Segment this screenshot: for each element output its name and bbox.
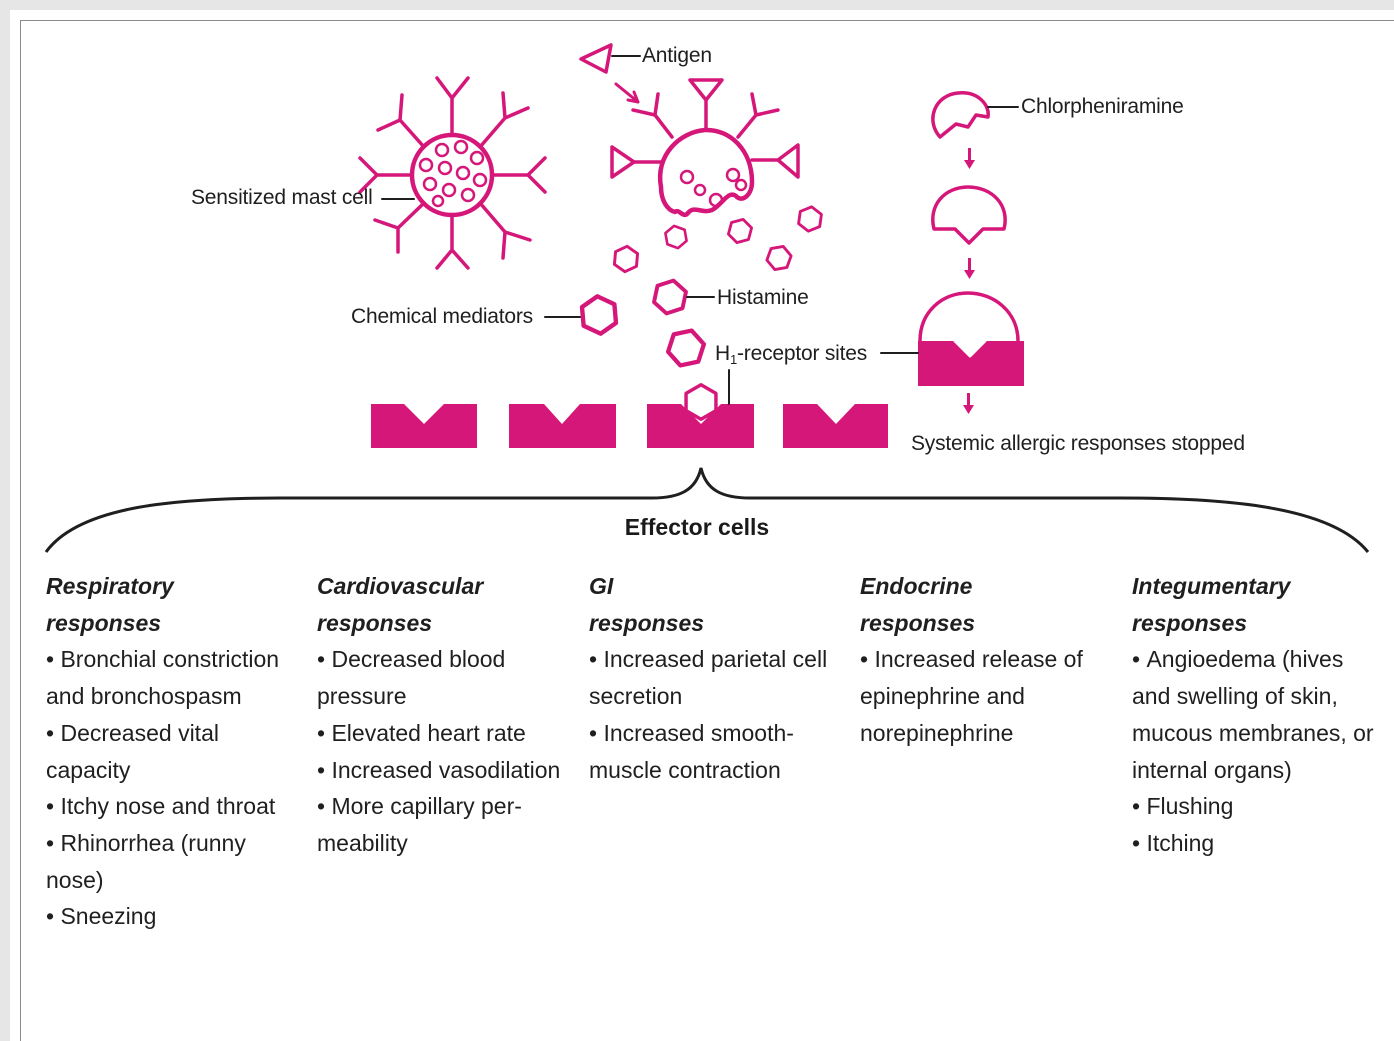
antigen-label: Antigen xyxy=(642,44,712,67)
list-item: Increased vasodilation xyxy=(317,752,562,789)
systemic-stopped-label: Systemic allergic responses stopped xyxy=(911,432,1245,455)
flow-arrows xyxy=(963,148,975,414)
h1-receptor-sites xyxy=(371,404,888,448)
antigen-icon xyxy=(579,43,641,104)
list-item: Increased parietal cell secretion xyxy=(589,641,834,714)
degranulating-mast-cell-icon xyxy=(610,78,800,218)
list-item: Increased smooth-muscle contraction xyxy=(589,715,834,788)
list-item: Increased release of epinephrine and nor… xyxy=(860,641,1100,751)
list-item: Bronchial constriction and bronchospasm xyxy=(46,641,296,714)
bound-histamine-icon xyxy=(684,383,718,421)
effector-brace xyxy=(44,467,1370,553)
list-item: More capillary per-meability xyxy=(317,788,562,861)
figure-border xyxy=(20,20,1394,1041)
list-item: Itchy nose and throat xyxy=(46,788,296,825)
h1-receptor-label: H1-receptor sites xyxy=(715,342,868,367)
list-item: Decreased blood pressure xyxy=(317,641,562,714)
effector-cells-label: Effector cells xyxy=(624,514,770,540)
list-item: Angioedema (hives and swelling of skin, … xyxy=(1132,641,1377,788)
histamine-label: Histamine xyxy=(717,286,809,309)
list-item: Elevated heart rate xyxy=(317,715,562,752)
list-item: Sneezing xyxy=(46,898,296,935)
histamine-molecules xyxy=(544,203,824,370)
chemical-mediators-label: Chemical mediators xyxy=(351,305,533,328)
list-item: Rhinorrhea (runny nose) xyxy=(46,825,296,898)
chlorpheniramine-label: Chlorpheniramine xyxy=(1021,95,1184,118)
chlorpheniramine-icon xyxy=(918,91,1020,343)
list-item: Itching xyxy=(1132,825,1377,862)
blocked-receptor-icon xyxy=(918,339,1024,386)
list-item: Decreased vital capacity xyxy=(46,715,296,788)
list-item: Flushing xyxy=(1132,788,1377,825)
sensitized-mast-cell-label: Sensitized mast cell xyxy=(191,186,373,209)
sensitized-mast-cell-icon xyxy=(358,76,547,270)
